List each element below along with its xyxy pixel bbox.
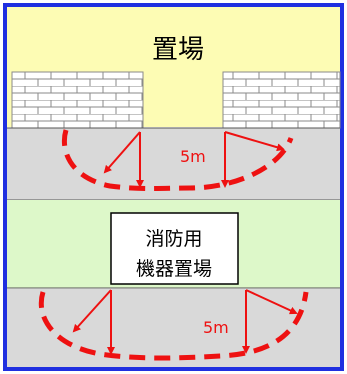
reach-arrow-lower-4 <box>245 289 298 315</box>
reach-arc-lower <box>38 291 309 361</box>
road-lower <box>7 289 340 367</box>
storage-area-label: 置場 <box>152 35 204 65</box>
reach-arrow-upper-1 <box>103 131 141 174</box>
equipment-label-line2: 機器置場 <box>136 258 212 280</box>
reach-arrow-upper-4 <box>224 131 285 152</box>
distance-label-upper: 5m <box>180 147 206 166</box>
distance-label-lower: 5m <box>203 318 229 337</box>
reach-arrow-lower-1 <box>72 289 112 333</box>
reach-arc-upper <box>61 129 294 191</box>
equipment-label-line1: 消防用 <box>145 228 202 250</box>
fire-equipment-storage-box <box>110 212 239 285</box>
brick-wall-left <box>11 71 144 129</box>
brick-wall-right <box>222 71 341 129</box>
